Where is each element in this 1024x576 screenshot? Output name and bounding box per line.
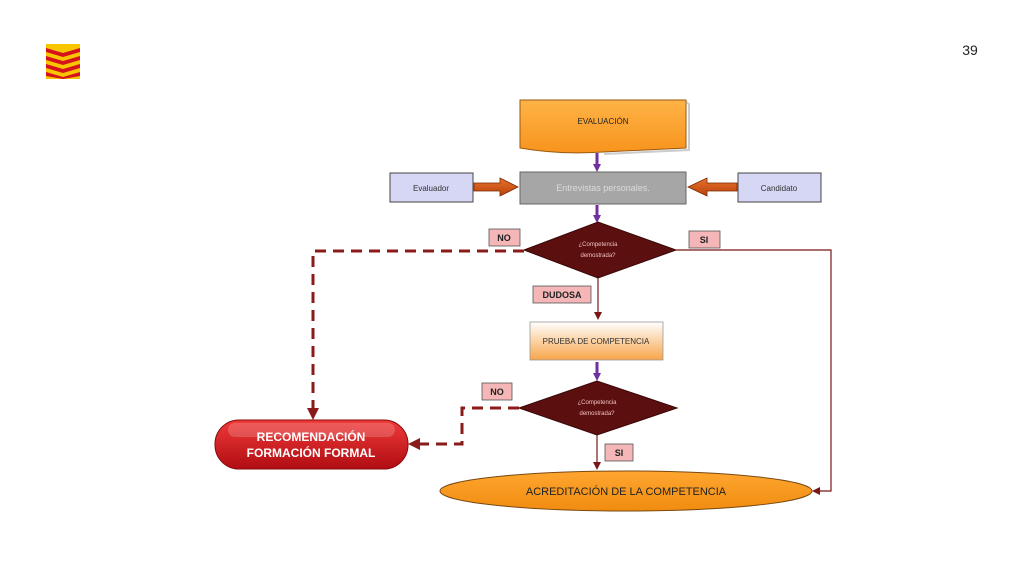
no-label-2: NO bbox=[481, 382, 513, 401]
page-number: 39 bbox=[962, 42, 978, 58]
arrow-evaluador-entrevistas bbox=[473, 177, 519, 197]
evaluacion-node: EVALUACIÓN bbox=[519, 99, 690, 155]
decision1-line2: demostrada? bbox=[580, 253, 616, 259]
svg-text:SI: SI bbox=[615, 448, 624, 458]
decision2-line2: demostrada? bbox=[579, 411, 615, 417]
decision1-node: ¿Competencia demostrada? bbox=[522, 221, 678, 279]
svg-text:NO: NO bbox=[497, 233, 511, 243]
candidato-node: Candidato bbox=[737, 172, 822, 203]
arrow-candidato-entrevistas bbox=[687, 177, 738, 197]
svg-text:SI: SI bbox=[700, 235, 709, 245]
logo-icon bbox=[46, 44, 80, 79]
dudosa-label: DUDOSA bbox=[532, 285, 592, 304]
decision2-node: ¿Competencia demostrada? bbox=[517, 380, 679, 436]
prueba-label: PRUEBA DE COMPETENCIA bbox=[543, 337, 650, 346]
connector-si-1 bbox=[676, 249, 832, 495]
entrevistas-label: Entrevistas personales. bbox=[556, 183, 650, 193]
evaluacion-label: EVALUACIÓN bbox=[578, 117, 629, 126]
connector-no-2 bbox=[408, 406, 519, 450]
prueba-node: PRUEBA DE COMPETENCIA bbox=[529, 321, 664, 361]
candidato-label: Candidato bbox=[761, 184, 798, 193]
decision1-line1: ¿Competencia bbox=[578, 242, 618, 248]
no-label-1: NO bbox=[488, 228, 521, 247]
svg-text:DUDOSA: DUDOSA bbox=[542, 290, 582, 300]
entrevistas-node: Entrevistas personales. bbox=[519, 171, 687, 205]
recomendacion-line1: RECOMENDACIÓN bbox=[257, 429, 366, 444]
evaluador-label: Evaluador bbox=[413, 184, 449, 193]
recomendacion-node: RECOMENDACIÓN FORMACIÓN FORMAL bbox=[214, 419, 409, 470]
acreditacion-label: ACREDITACIÓN DE LA COMPETENCIA bbox=[526, 485, 727, 498]
decision2-line1: ¿Competencia bbox=[577, 400, 617, 406]
recomendacion-line2: FORMACIÓN FORMAL bbox=[247, 445, 376, 460]
si-label-1: SI bbox=[688, 230, 721, 249]
acreditacion-node: ACREDITACIÓN DE LA COMPETENCIA bbox=[439, 470, 813, 512]
si-label-2: SI bbox=[604, 443, 634, 462]
evaluador-node: Evaluador bbox=[389, 172, 474, 203]
svg-text:NO: NO bbox=[490, 387, 504, 397]
